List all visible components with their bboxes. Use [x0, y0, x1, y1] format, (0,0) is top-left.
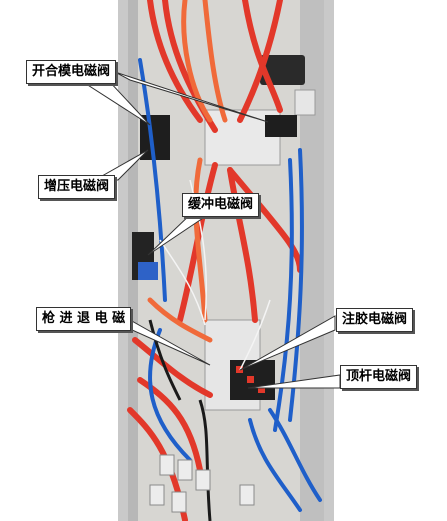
coil-led-2	[247, 376, 254, 383]
fitting-4	[149, 484, 165, 506]
fitting-6	[239, 484, 255, 506]
red-hose-7	[227, 167, 303, 273]
top-right-fitting	[294, 89, 316, 116]
blue-hose-6	[248, 418, 302, 512]
black-wire-1	[198, 399, 212, 521]
label-boost-pressure-valve: 增压电磁阀	[38, 175, 116, 199]
leader-open-close-2	[114, 71, 269, 123]
fitting-2	[177, 459, 193, 481]
black-wires	[148, 319, 212, 521]
label-gun-advance-retreat-valve: 枪 进 退 电 磁	[36, 307, 132, 331]
orange-hose-3	[193, 157, 208, 323]
orange-hose-2	[202, 0, 228, 123]
label-open-close-mold-valve: 开合模电磁阀	[26, 60, 117, 84]
red-hose-8	[132, 337, 213, 398]
callout-leaders	[78, 71, 341, 389]
upper-right-coil	[265, 115, 297, 137]
red-hose-1	[147, 0, 203, 123]
orange-hose-4	[147, 297, 213, 343]
fitting-5	[171, 491, 187, 513]
orange-hose-1	[181, 0, 213, 123]
red-hose-4	[237, 0, 283, 123]
label-buffer-valve: 缓冲电磁阀	[182, 193, 260, 217]
bottom-fittings	[149, 454, 255, 513]
blue-hose-5	[268, 408, 322, 502]
blue-hose-4	[148, 328, 192, 462]
label-injection-glue-valve: 注胶电磁阀	[336, 308, 414, 332]
fitting-1	[159, 454, 175, 476]
coil-led-3	[258, 386, 265, 393]
orange-hoses	[147, 0, 228, 343]
red-hose-5	[227, 167, 258, 323]
fitting-3	[195, 469, 211, 491]
white-wire-2	[159, 239, 206, 326]
cabinet-right-rail	[300, 0, 324, 521]
black-wire-2	[148, 319, 182, 401]
label-ejector-valve: 顶杆电磁阀	[340, 365, 418, 389]
white-wire-3	[239, 299, 271, 371]
blue-hose-3	[273, 158, 294, 432]
buffer-valve-cap	[138, 262, 158, 280]
leader-injection	[239, 315, 336, 371]
top-grommet	[260, 55, 305, 85]
